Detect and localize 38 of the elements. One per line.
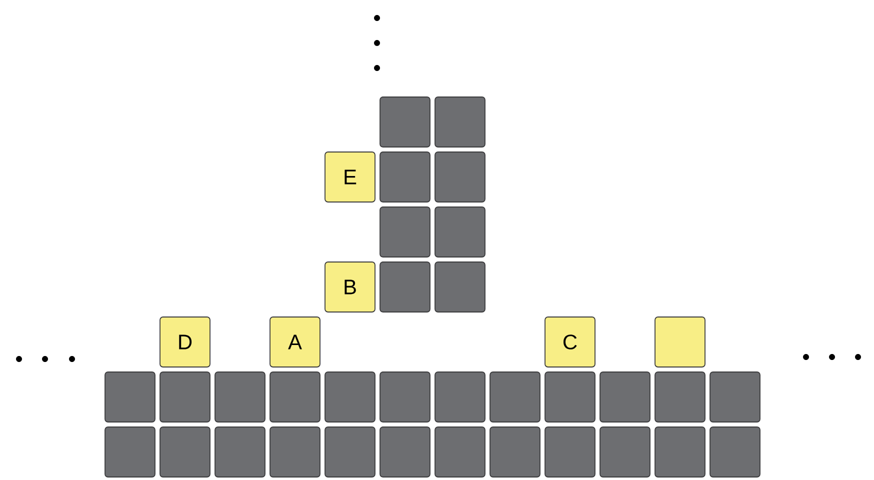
block-tile bbox=[324, 372, 376, 422]
block-tile bbox=[380, 152, 430, 202]
letter-tile: A bbox=[270, 316, 320, 368]
block-tile bbox=[434, 206, 486, 258]
block-tile bbox=[654, 426, 706, 478]
block-tile bbox=[324, 426, 376, 478]
letter-tile: E bbox=[324, 152, 376, 202]
block-tile bbox=[380, 262, 430, 312]
letter-tile: B bbox=[324, 262, 376, 312]
block-tile bbox=[600, 372, 650, 422]
block-tile bbox=[160, 372, 210, 422]
block-tile bbox=[600, 426, 650, 478]
block-tile bbox=[434, 426, 486, 478]
block-tile bbox=[490, 372, 540, 422]
block-tile bbox=[380, 372, 430, 422]
block-tile bbox=[710, 372, 760, 422]
block-tile bbox=[104, 426, 156, 478]
block-tile bbox=[434, 152, 486, 202]
block-tile bbox=[544, 426, 596, 478]
block-tile bbox=[654, 372, 706, 422]
block-tile bbox=[214, 372, 266, 422]
block-tile bbox=[380, 96, 430, 148]
letter-tile: D bbox=[160, 316, 210, 368]
block-tile bbox=[490, 426, 540, 478]
block-tile bbox=[104, 372, 156, 422]
block-tile bbox=[434, 262, 486, 312]
block-tile bbox=[214, 426, 266, 478]
block-tile bbox=[380, 206, 430, 258]
block-tile bbox=[270, 372, 320, 422]
block-tile bbox=[434, 372, 486, 422]
block-tile bbox=[434, 96, 486, 148]
letter-tile: C bbox=[544, 316, 596, 368]
block-tile bbox=[544, 372, 596, 422]
letter-tile bbox=[654, 316, 706, 368]
block-tile bbox=[270, 426, 320, 478]
block-tile bbox=[710, 426, 760, 478]
block-tile bbox=[160, 426, 210, 478]
block-tile bbox=[380, 426, 430, 478]
